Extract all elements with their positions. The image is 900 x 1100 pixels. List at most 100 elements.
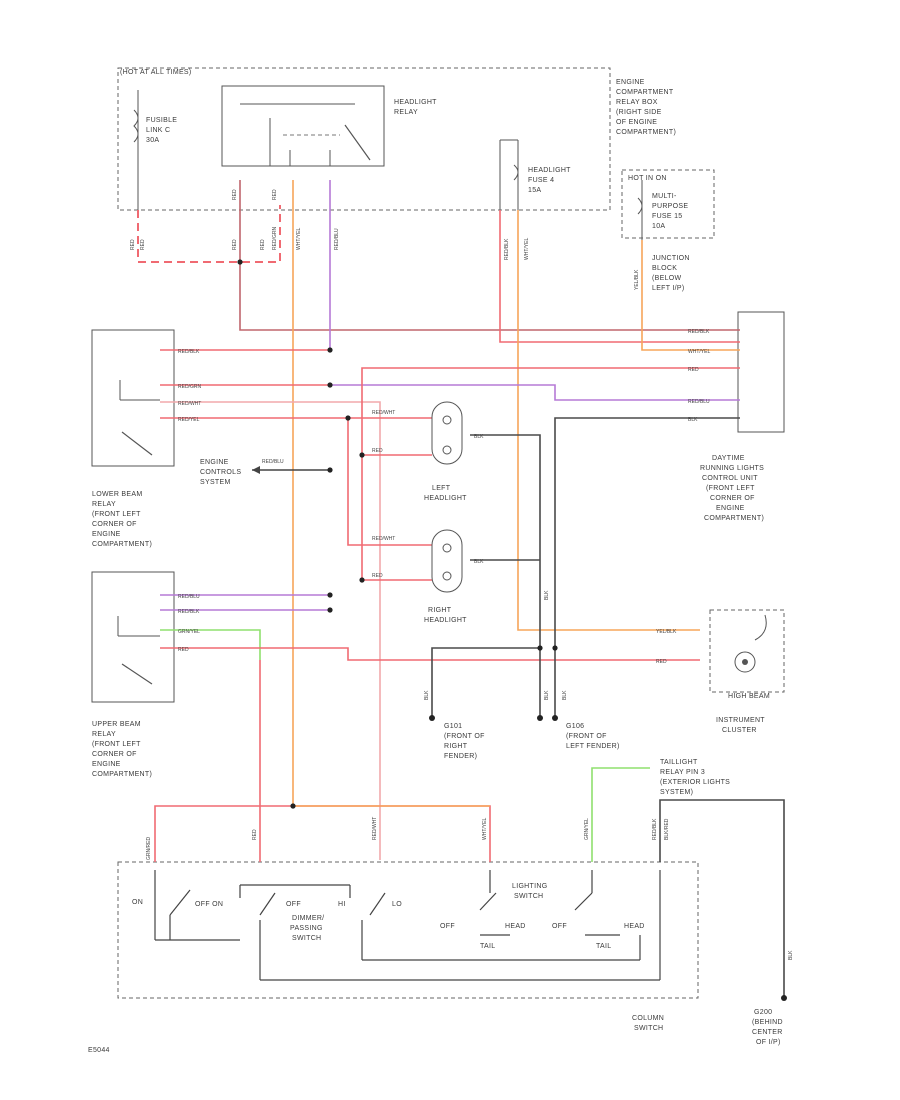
svg-text:TAILLIGHT: TAILLIGHT	[660, 759, 698, 766]
wire-ground-left-headlight	[470, 434, 541, 718]
svg-text:SYSTEM: SYSTEM	[200, 479, 231, 486]
column-switch-label: COLUMN SWITCH	[632, 1015, 664, 1032]
svg-text:DIMMER/: DIMMER/	[292, 915, 324, 922]
svg-text:BLK: BLK	[544, 690, 550, 700]
svg-text:10A: 10A	[652, 223, 665, 230]
wire-label: RED/BLU	[688, 399, 710, 405]
wire-red-to-switch	[154, 805, 491, 862]
svg-text:(EXTERIOR LIGHTS: (EXTERIOR LIGHTS	[660, 779, 730, 786]
svg-text:LEFT: LEFT	[432, 485, 451, 492]
g200-label: G200 (BEHIND CENTER OF I/P)	[752, 1009, 783, 1046]
svg-text:PASSING: PASSING	[290, 925, 323, 932]
wire-orange-mp-fuse	[641, 240, 740, 351]
svg-text:CORNER OF: CORNER OF	[710, 495, 755, 502]
svg-text:RELAY: RELAY	[394, 109, 418, 116]
wire-label: BLK	[688, 417, 698, 423]
engine-relay-box-label: ENGINE COMPARTMENT RELAY BOX (RIGHT SIDE…	[616, 79, 676, 136]
svg-text:G106: G106	[566, 723, 584, 730]
svg-text:15A: 15A	[528, 187, 541, 194]
svg-text:BLK/RED: BLK/RED	[664, 818, 670, 840]
svg-text:RED: RED	[232, 239, 238, 250]
switch-lo-label: LO	[392, 901, 402, 908]
switch-tail-right-label: TAIL	[596, 943, 611, 950]
column-switch-outline	[117, 861, 699, 999]
drl-unit-label: DAYTIME RUNNING LIGHTS CONTROL UNIT (FRO…	[700, 455, 764, 522]
wire-label: RED/WHT	[178, 401, 201, 407]
instrument-cluster-label: INSTRUMENT CLUSTER	[716, 717, 765, 734]
lower-beam-relay-box	[91, 329, 175, 467]
svg-text:ENGINE: ENGINE	[92, 761, 121, 768]
svg-text:COLUMN: COLUMN	[632, 1015, 664, 1022]
svg-text:RED: RED	[232, 189, 238, 200]
svg-text:RELAY PIN 3: RELAY PIN 3	[660, 769, 705, 776]
svg-text:MULTI-: MULTI-	[652, 193, 677, 200]
wire-label: BLK	[474, 559, 484, 565]
wire-red-to-drl-2	[361, 367, 740, 455]
wire-label: RED	[656, 659, 667, 665]
svg-text:INSTRUMENT: INSTRUMENT	[716, 717, 765, 724]
wire-label: BLK	[474, 434, 484, 440]
svg-text:COMPARTMENT): COMPARTMENT)	[92, 541, 152, 548]
wire-lower-relay-pin4	[160, 417, 432, 546]
svg-text:(BEHIND: (BEHIND	[752, 1019, 783, 1026]
junction-block-label: JUNCTION BLOCK (BELOW LEFT I/P)	[652, 255, 689, 292]
svg-text:ENGINE: ENGINE	[616, 79, 645, 86]
splice-dots	[237, 259, 787, 1001]
multi-purpose-fuse-15	[637, 180, 643, 240]
svg-text:RIGHT: RIGHT	[428, 607, 452, 614]
svg-text:CENTER: CENTER	[752, 1029, 783, 1036]
svg-text:RED: RED	[272, 189, 278, 200]
svg-text:COMPARTMENT): COMPARTMENT)	[704, 515, 764, 522]
svg-text:CONTROLS: CONTROLS	[200, 469, 241, 476]
svg-text:RELAY: RELAY	[92, 501, 116, 508]
svg-text:(FRONT LEFT: (FRONT LEFT	[92, 511, 141, 518]
switch-off-right-label: OFF	[552, 923, 567, 930]
svg-text:RIGHT: RIGHT	[444, 743, 468, 750]
svg-text:DAYTIME: DAYTIME	[712, 455, 745, 462]
svg-text:RED: RED	[140, 239, 146, 250]
svg-text:UPPER BEAM: UPPER BEAM	[92, 721, 141, 728]
column-switch-internals	[154, 870, 661, 981]
svg-text:COMPARTMENT: COMPARTMENT	[616, 89, 674, 96]
high-beam-indicator-icon	[734, 614, 767, 673]
svg-text:YEL/BLK: YEL/BLK	[634, 269, 640, 290]
wire-label: RED	[178, 647, 189, 653]
switch-head-right-label: HEAD	[624, 923, 645, 930]
svg-text:PURPOSE: PURPOSE	[652, 203, 688, 210]
svg-text:LIGHTING: LIGHTING	[512, 883, 547, 890]
dimmer-switch-label: DIMMER/ PASSING SWITCH	[290, 915, 324, 942]
svg-text:FUSE 15: FUSE 15	[652, 213, 683, 220]
svg-text:(FRONT LEFT: (FRONT LEFT	[706, 485, 755, 492]
svg-text:BLK: BLK	[562, 690, 568, 700]
high-beam-label: HIGH BEAM	[728, 693, 770, 700]
svg-text:ENGINE: ENGINE	[92, 531, 121, 538]
svg-text:BLK: BLK	[424, 690, 430, 700]
wire-ground-g101	[431, 647, 540, 718]
vertical-wire-labels: RED RED RED RED RED RED RED/GRN WHT/YEL …	[130, 189, 794, 960]
wire-label: RED/GRN	[178, 384, 201, 390]
switch-head-left-label: HEAD	[505, 923, 526, 930]
svg-text:RED: RED	[260, 239, 266, 250]
switch-tail-left-label: TAIL	[480, 943, 495, 950]
wire-label: RED/BLU	[178, 594, 200, 600]
svg-text:FENDER): FENDER)	[444, 753, 477, 760]
svg-text:ENGINE: ENGINE	[200, 459, 229, 466]
switch-off-label: OFF	[286, 901, 301, 908]
wire-red-fuse-out	[499, 210, 740, 343]
svg-text:WHT/YEL: WHT/YEL	[296, 228, 302, 250]
svg-text:RED: RED	[130, 239, 136, 250]
wire-lower-relay-pin3	[160, 401, 381, 860]
engine-relay-box-outline	[117, 67, 611, 211]
diagram-id-label: E5044	[88, 1047, 110, 1054]
svg-text:HEADLIGHT: HEADLIGHT	[424, 617, 467, 624]
multi-purpose-fuse-outline	[621, 169, 715, 239]
right-headlight-lamp	[431, 529, 463, 593]
svg-text:SWITCH: SWITCH	[634, 1025, 663, 1032]
wire-label: RED/WHT	[372, 410, 395, 416]
svg-text:(BELOW: (BELOW	[652, 275, 682, 282]
wire-label: RED	[372, 573, 383, 579]
wire-label: RED/WHT	[372, 536, 395, 542]
svg-text:BLK: BLK	[544, 590, 550, 600]
svg-text:OF ENGINE: OF ENGINE	[616, 119, 657, 126]
wire-red-to-drl-1	[330, 384, 740, 401]
